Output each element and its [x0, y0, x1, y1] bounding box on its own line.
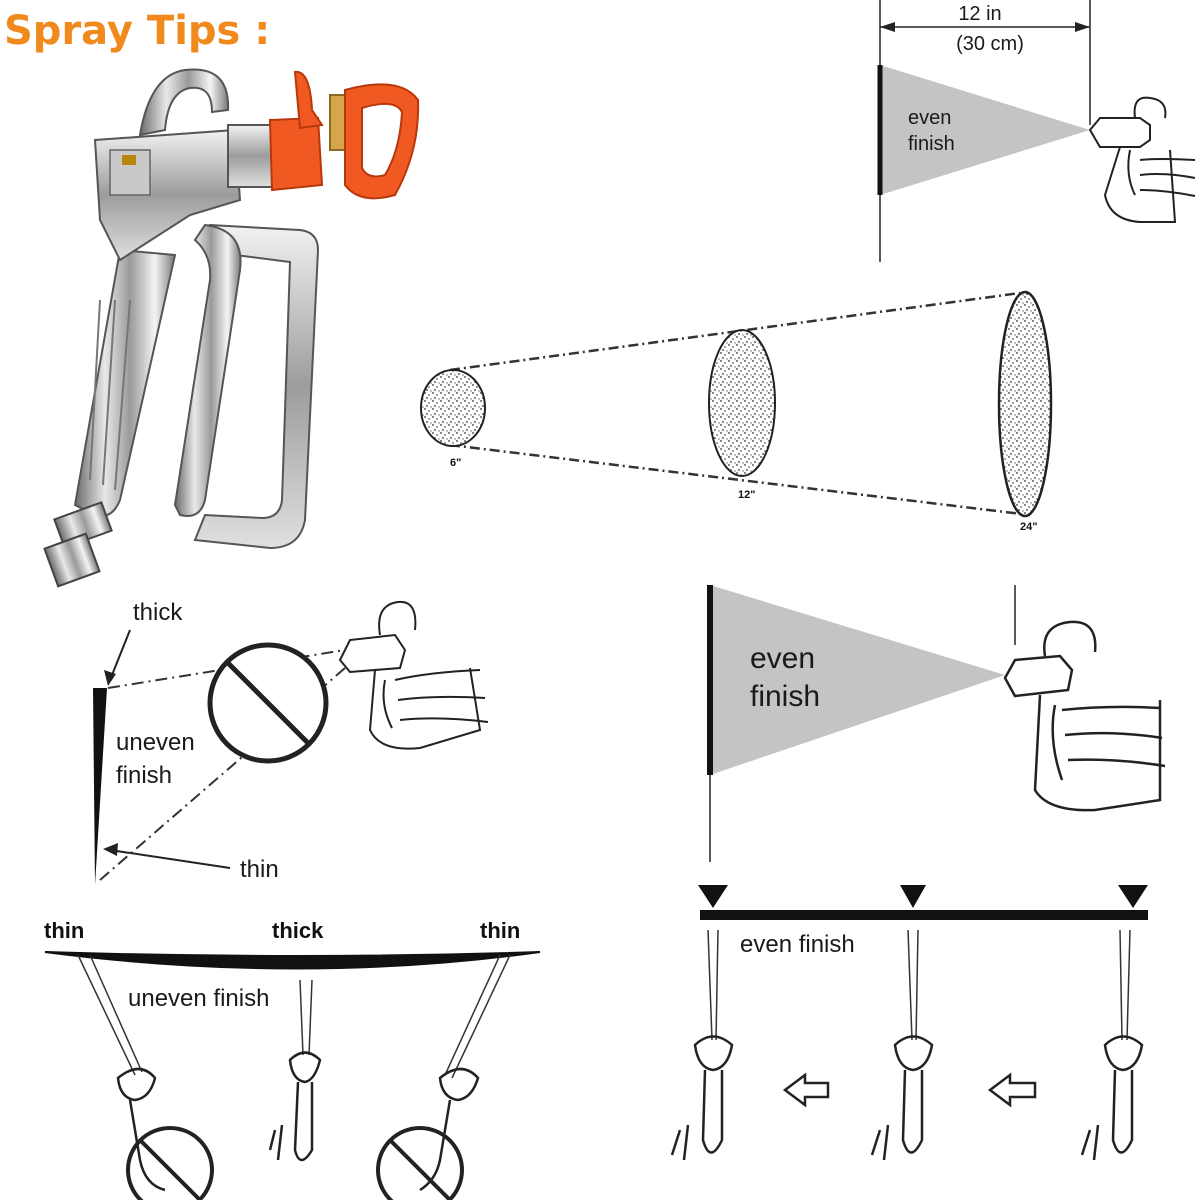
hand-spray-gun-icon [116, 1051, 480, 1192]
thin-left-label: thin [44, 918, 84, 943]
no-symbol-icon [126, 1126, 214, 1200]
hand-spray-gun-icon [338, 600, 489, 750]
distance-diagram: 12 in (30 cm) even finish [877, 0, 1196, 262]
uneven-finish-diagram: thick uneven finish thin [93, 599, 489, 885]
arrow-left-icon [782, 1072, 830, 1108]
hand-spray-gun-icon [1088, 96, 1196, 223]
even-paint-band [700, 910, 1148, 920]
finish-label-line1: even [750, 642, 815, 675]
pattern-12-in [708, 329, 776, 477]
triangle-marker-icon [1118, 885, 1148, 908]
even-stroke-diagram: even finish [670, 885, 1148, 1161]
spray-cone [880, 65, 1090, 195]
size-24-label: 24" [1020, 521, 1037, 533]
even-finish-diagram: even finish [707, 585, 1166, 862]
arrow-left-icon [987, 1072, 1037, 1108]
uneven-label-line2: finish [116, 762, 172, 789]
no-symbol-icon [207, 642, 329, 764]
pattern-6-in [420, 369, 486, 447]
size-12-label: 12" [738, 489, 755, 501]
even-finish-caption: even finish [740, 931, 855, 958]
distance-cm-label: (30 cm) [956, 33, 1024, 55]
spray-pattern-diagram: 6" 12" 24" [420, 290, 1053, 533]
thin-right-label: thin [480, 918, 520, 943]
uneven-arc-diagram: thin thick thin uneven finish [44, 918, 541, 1200]
no-symbol-icon [376, 1126, 464, 1200]
uneven-paint-band [44, 951, 541, 970]
page-title: Spray Tips : [4, 8, 271, 54]
arrow-right-icon [1075, 22, 1090, 32]
uneven-label-line1: uneven [116, 729, 195, 756]
thick-label: thick [272, 918, 324, 943]
finish-label-line2: finish [750, 680, 820, 713]
hand-spray-gun-icon [670, 1035, 1144, 1161]
thick-label: thick [133, 599, 183, 626]
finish-label-line1: even [908, 107, 951, 129]
spray-cone [710, 585, 1005, 775]
arrow-left-icon [880, 22, 895, 32]
size-6-label: 6" [450, 457, 461, 469]
distance-inches-label: 12 in [958, 3, 1001, 25]
triangle-marker-icon [900, 885, 926, 908]
spray-gun-photo [43, 68, 420, 588]
uneven-finish-caption: uneven finish [128, 985, 269, 1012]
thick-thin-stroke [93, 688, 107, 885]
triangle-marker-icon [698, 885, 728, 908]
pattern-24-in [997, 290, 1053, 518]
hand-spray-gun-icon [1003, 620, 1166, 812]
finish-label-line2: finish [908, 133, 955, 155]
thin-label: thin [240, 856, 279, 883]
